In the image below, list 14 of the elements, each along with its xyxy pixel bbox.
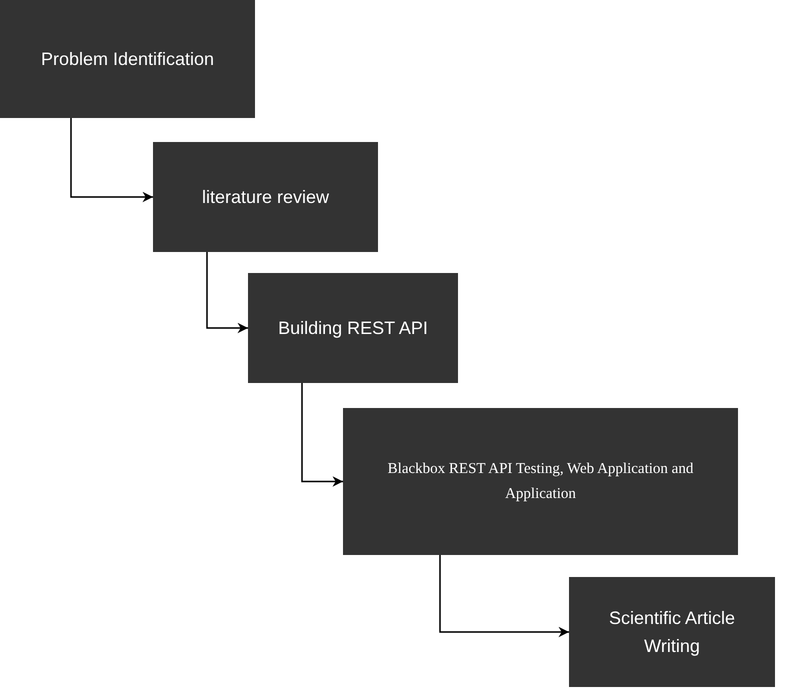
box-label: Problem Identification [40, 48, 214, 71]
process-box [153, 142, 378, 252]
process-box [248, 273, 458, 383]
process-box [569, 577, 775, 687]
connector-arrow [70, 118, 153, 202]
connector-arrow [206, 252, 248, 334]
connector-arrow [301, 383, 343, 487]
process-box [343, 408, 738, 555]
connector-arrow [439, 555, 569, 638]
box-label: Building REST API [278, 317, 428, 340]
process-box [0, 0, 255, 118]
box-label: Scientific Article Writing [608, 607, 736, 658]
box-label: literature review [202, 186, 330, 209]
box-label: Blackbox REST API Testing, Web Application and Application [386, 460, 694, 504]
